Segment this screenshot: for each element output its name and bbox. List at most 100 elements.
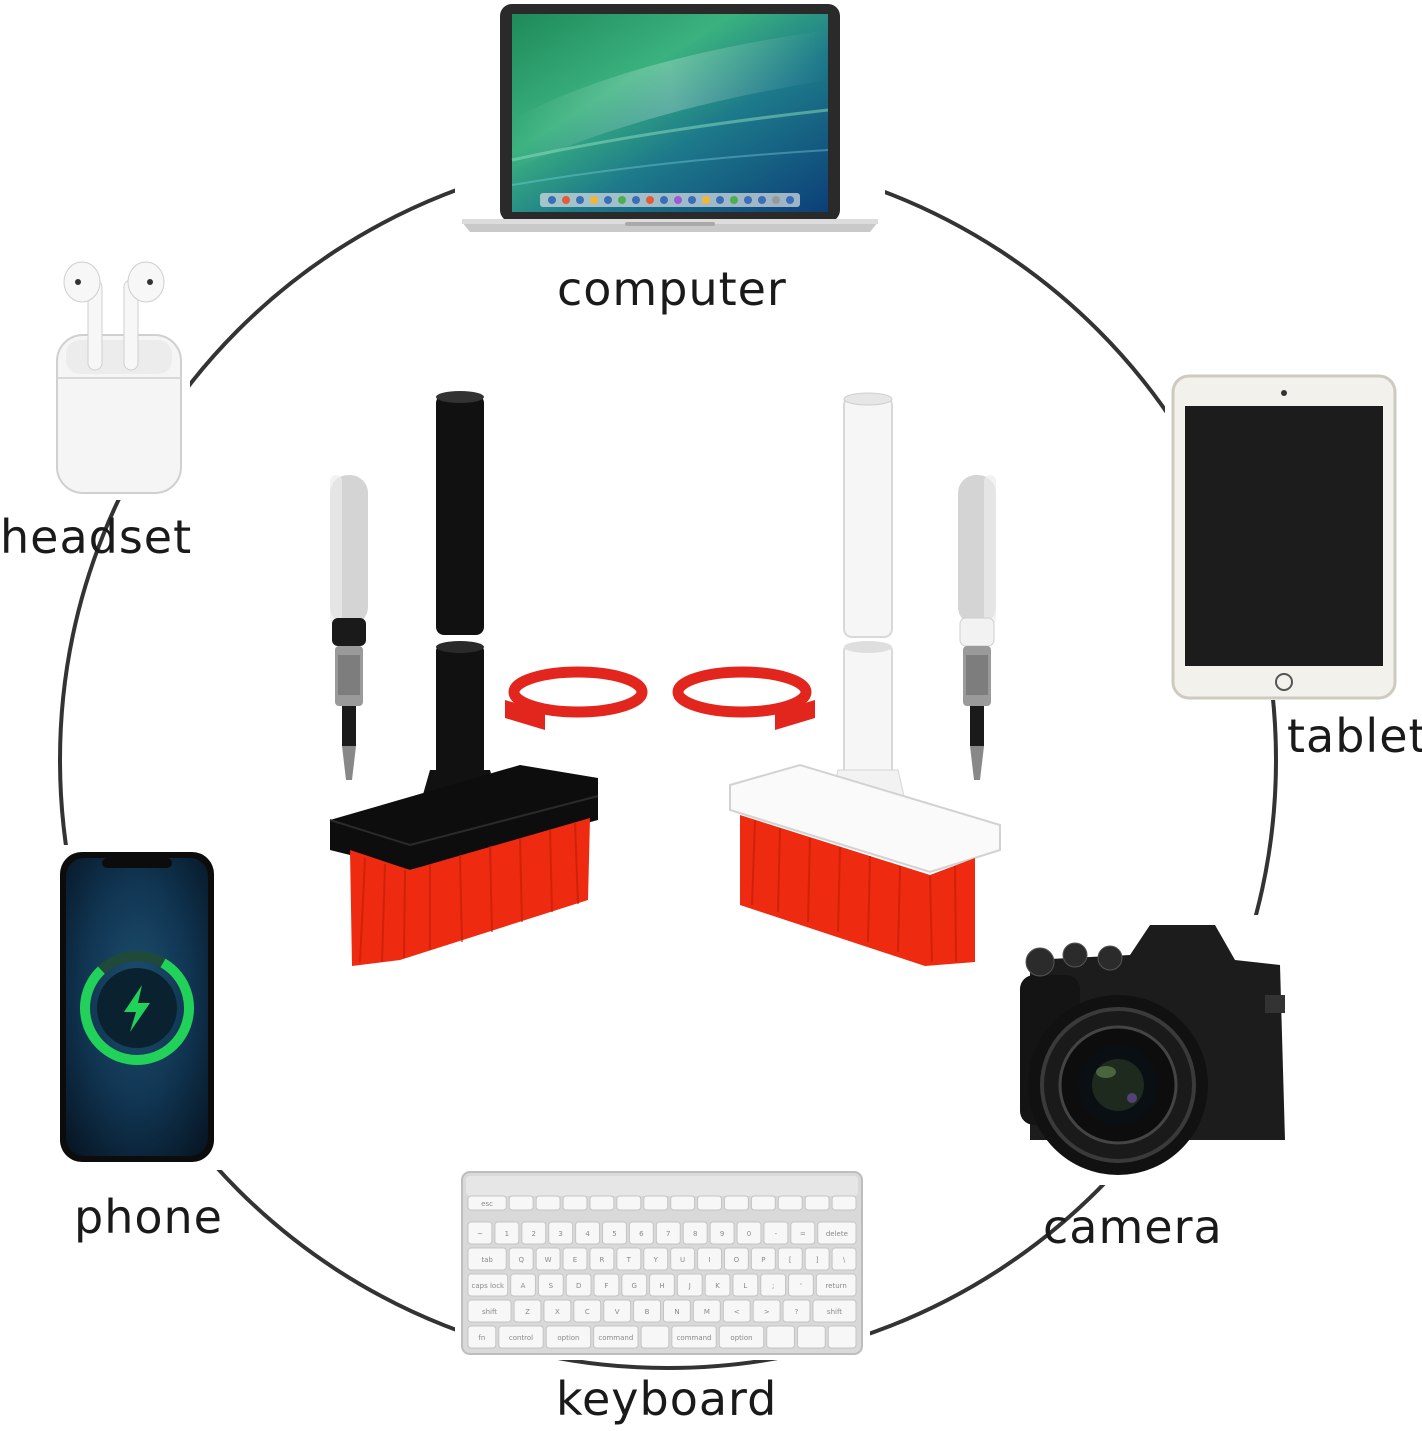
keyboard-key-label: ] (816, 1256, 819, 1264)
keyboard-key-label: 4 (585, 1230, 590, 1238)
keyboard-key (723, 1247, 749, 1271)
keyboard-key (704, 1273, 731, 1297)
keyboard-key-label: N (674, 1308, 679, 1316)
keyboard-key-label: 9 (720, 1230, 724, 1238)
keyboard-key (777, 1195, 803, 1211)
white-brush-set-image (672, 392, 1001, 966)
keyboard-key (766, 1325, 795, 1349)
keyboard-key (670, 1195, 696, 1211)
camera-label: camera (1043, 1200, 1223, 1254)
keyboard-key-label: option (557, 1334, 579, 1342)
keyboard-key-label: M (704, 1308, 710, 1316)
keyboard-key (831, 1195, 857, 1211)
keyboard-key (513, 1299, 542, 1323)
keyboard-key-label: ~ (477, 1230, 483, 1238)
airpods-image (56, 261, 182, 494)
tablet-label: tablet (1287, 709, 1422, 763)
keyboard-key-label: delete (826, 1230, 848, 1238)
keyboard-key-label: K (715, 1282, 720, 1290)
keyboard-key-label: V (615, 1308, 620, 1316)
keyboard-key-label: tab (481, 1256, 493, 1264)
keyboard-key-label: ? (795, 1308, 799, 1316)
keyboard-key (827, 1325, 857, 1349)
keyboard-key (633, 1299, 662, 1323)
keyboard-key-label: H (659, 1282, 664, 1290)
keyboard-key (467, 1247, 507, 1271)
keyboard-key (831, 1247, 857, 1271)
keyboard-key-label: D (576, 1282, 581, 1290)
keyboard-key (589, 1195, 615, 1211)
keyboard-key (545, 1325, 592, 1349)
keyboard-key-label: R (599, 1256, 604, 1264)
keyboard-key (709, 1221, 735, 1245)
keyboard-key-label: F (604, 1282, 608, 1290)
keyboard-key (537, 1273, 564, 1297)
keyboard-key (467, 1325, 497, 1349)
keyboard-key (697, 1247, 722, 1271)
keyboard-key (628, 1221, 654, 1245)
keyboard-key-label: T (626, 1256, 632, 1264)
keyboard-key-label: option (730, 1334, 752, 1342)
keyboard-key-label: U (680, 1256, 685, 1264)
keyboard-key (752, 1299, 781, 1323)
phone-label: phone (74, 1190, 223, 1244)
keyboard-key-label: control (509, 1334, 533, 1342)
keyboard-key-label: 5 (612, 1230, 616, 1238)
keyboard-key (508, 1195, 534, 1211)
keyboard-key (790, 1221, 816, 1245)
keyboard-key (736, 1221, 762, 1245)
keyboard-key-label: caps lock (472, 1282, 506, 1290)
keyboard-key (543, 1299, 572, 1323)
keyboard-key-label: command (598, 1334, 633, 1342)
keyboard-key (782, 1299, 811, 1323)
keyboard-key (763, 1221, 789, 1245)
keyboard-key (494, 1221, 520, 1245)
keyboard-key (575, 1221, 601, 1245)
keyboard-key-label: E (573, 1256, 577, 1264)
camera-image (1020, 925, 1285, 1175)
keyboard-key (589, 1247, 615, 1271)
keyboard-key-label: L (743, 1282, 747, 1290)
headset-label: headset (0, 510, 193, 564)
keyboard-key (670, 1247, 696, 1271)
keyboard-key (498, 1325, 544, 1349)
keyboard-key (593, 1273, 620, 1297)
keyboard-key-label: X (555, 1308, 560, 1316)
black-brush-set-image (329, 391, 648, 966)
keyboard-key (602, 1221, 627, 1245)
keyboard-key (616, 1247, 642, 1271)
keyboard-key-label: G (631, 1282, 636, 1290)
keyboard-key-label: command (677, 1334, 712, 1342)
keyboard-key-label: I (708, 1256, 710, 1264)
keyboard-key-label: = (800, 1230, 806, 1238)
keyboard-key-label: esc (481, 1200, 493, 1208)
keyboard-key-label: fn (478, 1334, 485, 1342)
computer-label: computer (557, 262, 787, 316)
keyboard-key (640, 1325, 670, 1349)
keyboard-key (676, 1273, 703, 1297)
keyboard-key (467, 1273, 509, 1297)
keyboard-key-label: Z (525, 1308, 530, 1316)
keyboard-key (796, 1325, 826, 1349)
keyboard-key (788, 1273, 814, 1297)
keyboard-key-label: 1 (505, 1230, 509, 1238)
keyboard-key (777, 1247, 803, 1271)
keyboard-key-label: 7 (666, 1230, 670, 1238)
keyboard-key-label: P (761, 1256, 765, 1264)
keyboard-key-label: W (545, 1256, 552, 1264)
keyboard-key-label: Y (653, 1256, 659, 1264)
keyboard-key-label: < (734, 1308, 740, 1316)
keyboard-key (697, 1195, 722, 1211)
keyboard-key-label: return (825, 1282, 846, 1290)
keyboard-key (467, 1195, 507, 1211)
keyboard-key (692, 1299, 721, 1323)
keyboard-key (510, 1273, 536, 1297)
keyboard-key (804, 1247, 830, 1271)
keyboard-key (621, 1273, 648, 1297)
keyboard-key (682, 1221, 708, 1245)
keyboard-key-label: - (775, 1230, 778, 1238)
keyboard-key (643, 1195, 669, 1211)
keyboard-key (817, 1221, 857, 1245)
keyboard-key-label: Q (518, 1256, 524, 1264)
